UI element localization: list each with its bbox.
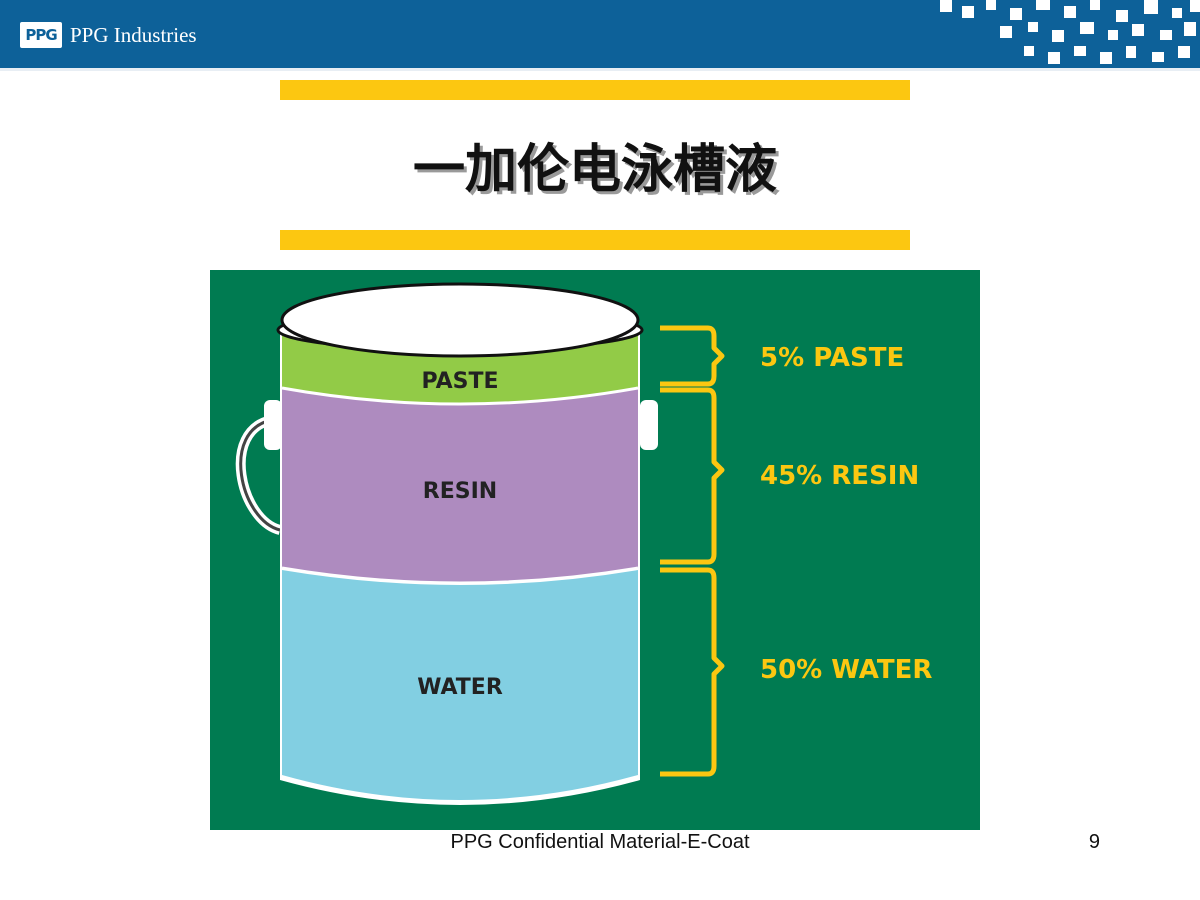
callout-paste: 5% PASTE [760,343,904,373]
water-layer [282,570,638,800]
company-name: PPG Industries [70,22,197,47]
page-title: 一加伦电泳槽液 [412,140,777,200]
handle-ear-right [640,400,658,450]
bucket-lid [280,282,640,358]
brace-water [660,567,725,777]
handle-ear-left [264,400,282,450]
pixel-pattern-decoration [940,0,1200,64]
header-bar: PPG PPG Industries [0,0,1200,71]
paste-label: PASTE [421,369,498,394]
callout-resin: 45% RESIN [760,461,919,491]
page-number: 9 [1088,831,1100,853]
resin-label: RESIN [423,479,497,504]
water-label: WATER [417,675,503,700]
resin-layer [282,388,638,583]
footer-confidential: PPG Confidential Material-E-Coat [450,831,750,853]
brace-paste [660,325,725,387]
callout-water: 50% WATER [760,655,932,685]
ppg-logo: PPG PPG Industries [20,21,197,49]
logo-mark: PPG [20,22,62,48]
brace-resin [660,387,725,565]
bath-composition-diagram: PASTE RESIN WATER 5% PASTE 45% RESIN 50%… [210,270,980,830]
title-band-top [280,80,910,100]
title-band-bottom [280,230,910,250]
